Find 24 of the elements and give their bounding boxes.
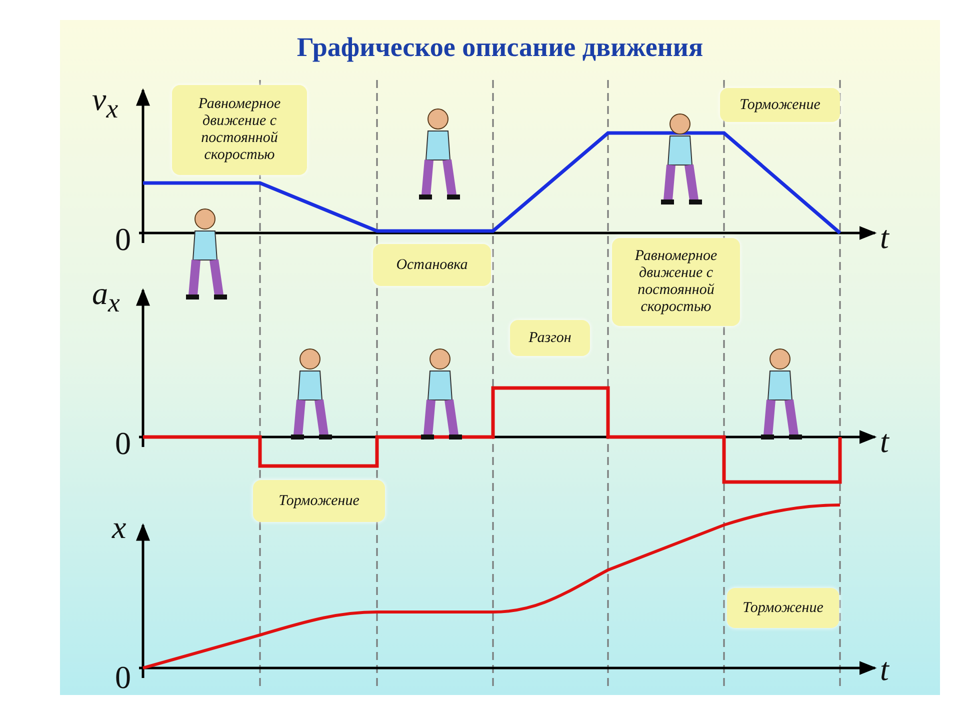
callout-text: Остановка xyxy=(396,256,468,274)
callout-text: Торможение xyxy=(278,492,360,510)
axis-label: t xyxy=(880,652,889,686)
callout-text: Равномерное движение с постоянной скоростью xyxy=(634,248,718,316)
callout-box xyxy=(253,480,385,522)
callout-text: Торможение xyxy=(742,600,824,616)
callout-box xyxy=(727,588,839,628)
origin-label: 0 xyxy=(115,660,131,694)
axis-label: v$_{x}$ xyxy=(92,82,118,126)
callout-text: Разгон xyxy=(528,330,572,346)
callout-text: Торможение xyxy=(740,96,820,114)
callout-box xyxy=(172,85,307,175)
axis-label: t xyxy=(880,220,889,254)
title: Графическое описание движения xyxy=(296,32,704,63)
callout-box xyxy=(373,244,491,286)
axis-label: t xyxy=(880,424,889,458)
callout-box xyxy=(510,320,590,356)
origin-label: 0 xyxy=(115,426,131,460)
origin-label: 0 xyxy=(115,222,131,256)
callout-box xyxy=(720,88,840,122)
axis-label: a$_{x}$ xyxy=(92,276,120,320)
callout-box xyxy=(612,238,740,326)
axis-label: x xyxy=(112,510,126,544)
callout-text: Равномерное движение с постоянной скоростью xyxy=(197,96,282,164)
